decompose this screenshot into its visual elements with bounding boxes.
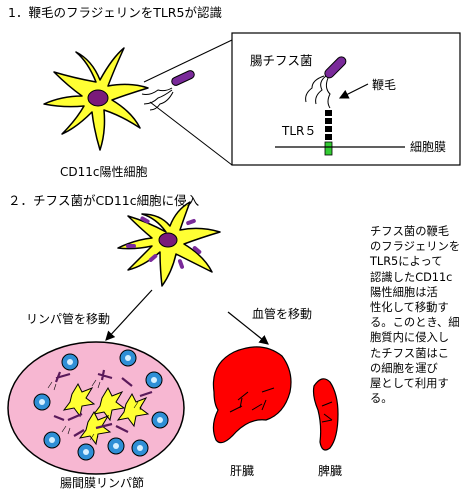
dendritic-cell-1 [43,47,149,151]
flagellum-label: 鞭毛 [372,78,397,92]
zoom-line-top [143,39,233,83]
paragraph-line: 屋として利用す [370,377,449,391]
arrow-to-organs [227,311,269,345]
inset-box [231,32,461,166]
section1-heading: 1．鞭毛のフラジェリンをTLR5が認識 [8,5,222,20]
cell-membrane-label: 細胞膜 [410,140,447,154]
paragraph-line: 性化して移動す [370,301,449,315]
liver-label: 肝臓 [230,464,255,478]
liver [212,346,292,444]
paragraph-line: のフラジェリンを [370,240,461,254]
paragraph-line: TLR5によって [370,255,443,269]
lymph-vessel-label: リンパ管を移動 [26,312,111,326]
lymph-node-label: 腸間膜リンパ節 [60,476,145,490]
lymph-node [7,341,185,475]
dendritic-cell-2 [117,201,221,287]
bacterium-inset [305,56,347,109]
bacterium-small [141,70,195,111]
inset-bacterium-label: 腸チフス菌 [250,53,313,68]
arrow-to-lymph-node [105,289,153,341]
zoom-line-bottom [149,101,233,166]
cd11c-cell-label: CD11c陽性細胞 [60,165,148,179]
blood-vessel-label: 血管を移動 [252,307,313,321]
flagellum-arrow [338,83,369,99]
tlr5-receptor [324,110,333,156]
section2-heading: ２．チフス菌がCD11c細胞に侵入 [8,193,200,208]
explanation-paragraph: チフス菌の鞭毛 のフラジェリンを TLR5によって 認識したCD11c 陽性細胞… [370,224,462,406]
spleen [312,378,339,451]
spleen-label: 脾臓 [318,464,343,478]
paragraph-line: 陽性細胞は活 [370,285,438,299]
tlr5-label: TLR５ [282,124,317,138]
paragraph-line: 胞質内に侵入し [370,331,450,345]
paragraph-line: る。このとき、細 [370,316,460,330]
paragraph-line: チフス菌の鞭毛 [370,225,450,238]
paragraph-line: 認識したCD11c [370,270,453,284]
paragraph-line: る。 [370,392,393,406]
paragraph-line: の細胞を運び [370,361,438,375]
paragraph-line: たチフス菌はこ [370,346,450,360]
